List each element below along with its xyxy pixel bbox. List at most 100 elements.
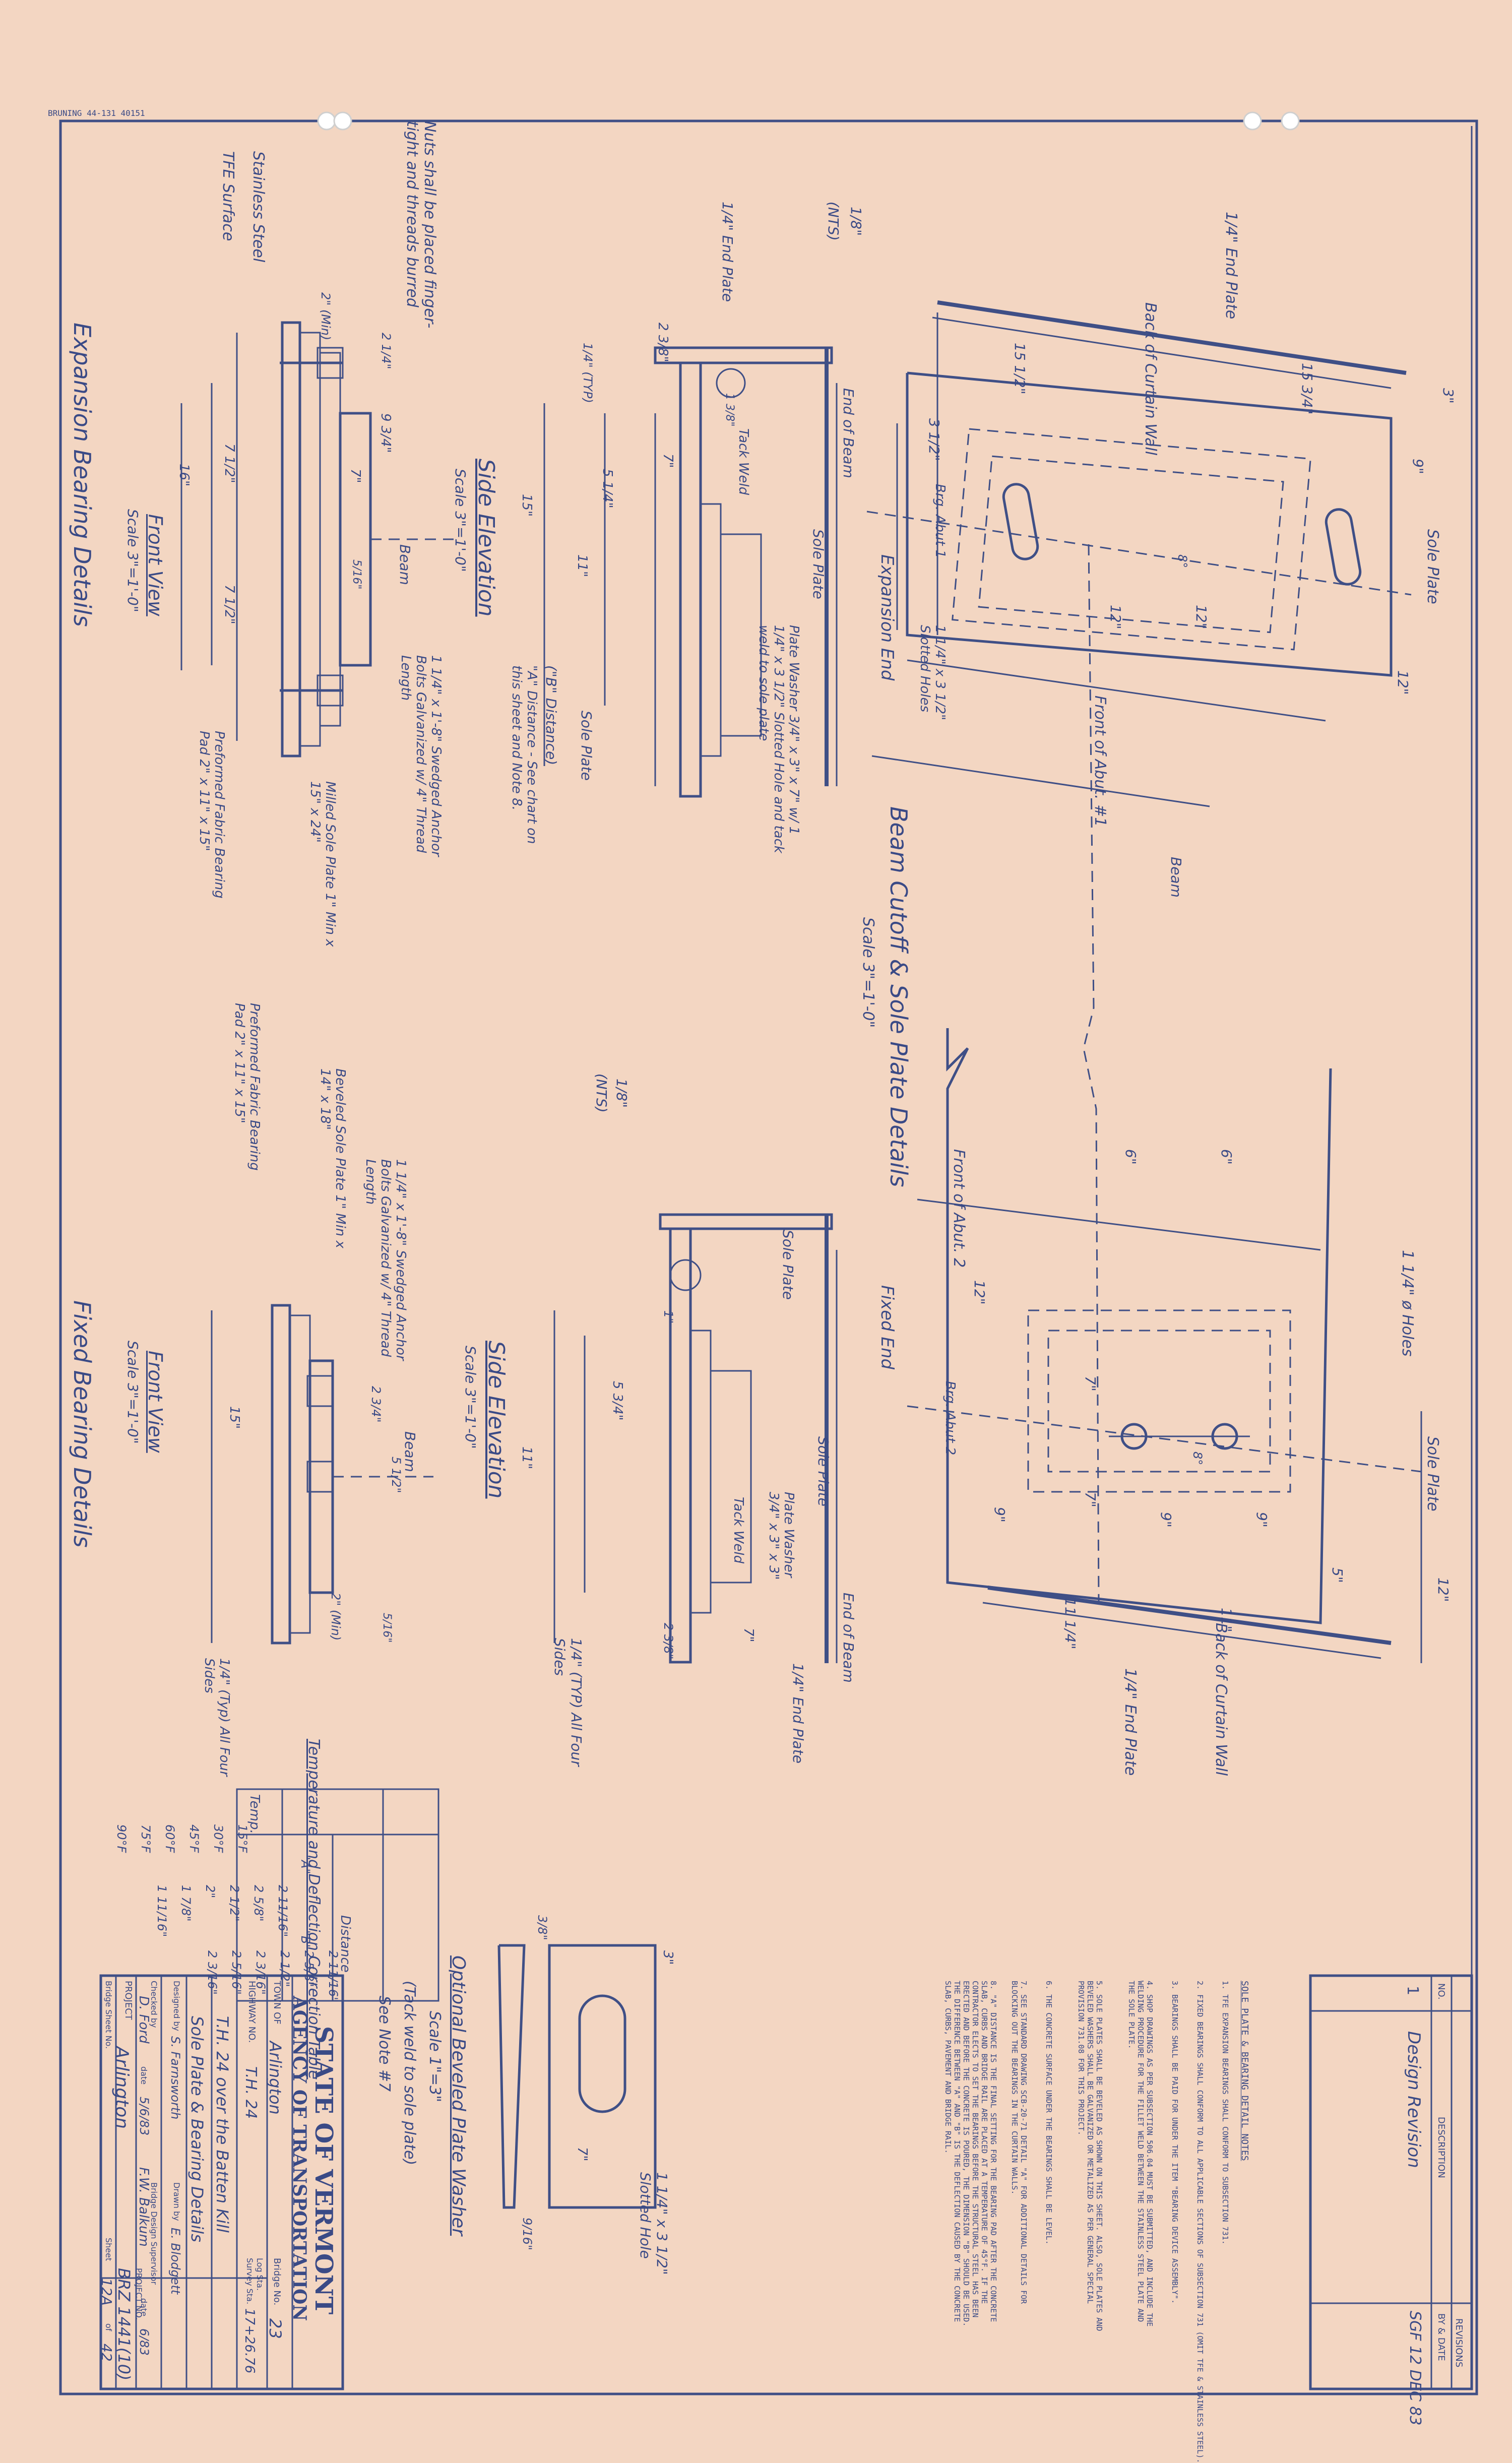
sheet-border [59,119,1478,2395]
temp-cell-a: 1 11/16" [155,1885,169,1937]
tb-bridge: 23 [266,2318,285,2339]
tb-checked: D. Ford [136,1996,151,2044]
temp-cell-a: 1 7/8" [179,1885,193,1922]
exp-side-dim-0: 2 3/8" [655,323,670,362]
temp-cell-a: 2" [203,1885,217,1899]
exp-front-label-0: Nuts shall be placed finger-tight and th… [403,121,438,329]
washer-dim-2: 7" [575,2147,590,2162]
dim-bot-3: 7" [1082,1376,1099,1392]
tb-sheet: 12A [98,2278,115,2306]
exp-front-scale: Scale 3"=1'-0" [124,509,141,612]
exp-side-dim-6: 1 3/8" [723,393,736,427]
fix-side-scale: Scale 3"=1'-0" [462,1346,479,1449]
fix-front-label-3: Beam [402,1431,418,1472]
tb-town: Arlington [266,2041,285,2115]
exp-front-label-5: Milled Sole Plate 1" Min x 15" x 24" [307,781,338,947]
exp-front-dim-6: 16" [176,464,192,487]
dim-bot-8: 5" [1329,1567,1346,1583]
tb-project-no-label: PROJECT NO. [134,2268,144,2320]
washer-dim-1: 3/8" [535,1915,549,1940]
temp-cell-b: 2 5/8" [302,1950,316,1987]
fix-front-dim-2: 15" [227,1406,242,1429]
punch-hole [1243,111,1262,131]
note-3: 3. BEARINGS SHALL BE PAID FOR UNDER THE … [1170,1981,1179,2304]
temp-col-b: "B" [298,1930,312,1950]
fixed-end-label: Fixed End [877,1285,897,1370]
tb-date-label-1: date [139,2066,149,2085]
note-7: 7. SEE STANDARD DRAWING SCB-20-71 DETAIL… [1010,1981,1028,2304]
tb-project: Arlington [111,2046,132,2129]
tb-state: STATE OF VERMONT [309,2026,338,2315]
dim-top-7: 12" [1395,670,1411,695]
dim-bot-5: 9" [991,1507,1008,1523]
exp-side-dim-4: 15" [519,494,534,517]
tb-town-label: TOWN OF [272,1981,282,2025]
punch-hole [1281,111,1300,131]
rev-col-by: BY & DATE [1436,2313,1446,2361]
exp-side-label-5: Sole Plate [578,711,595,781]
tb-date2: 6/83 [137,2328,151,2356]
temp-col-a: "A" [298,1855,312,1874]
back-curtain-bot: Back of Curtain Wall [1212,1623,1230,1776]
exp-side-label-6: ("B" Distance) [543,665,559,766]
tb-survey: 17+26.76 [242,2308,257,2374]
fix-side-dim-3: 2 3/8" [661,1623,675,1660]
fix-side-title: Side Elevation [483,1341,509,1499]
rev-col-desc: DESCRIPTION [1436,2117,1446,2178]
exp-side-elevation [543,346,838,798]
washer-dim-0: 3" [660,1950,675,1965]
dim-bot-11: 11" [1218,1608,1235,1632]
tb-project-label: PROJECT [123,1981,134,2020]
note-5: 5. SOLE PLATES SHALL BE BEVELED AS SHOWN… [1077,1981,1104,2331]
tb-bridge-label: Bridge No. [272,2258,282,2306]
exp-front-dim-0: 2" (Min) [319,292,333,341]
exp-side-label-7: "A" Distance - See chart on this sheet a… [509,665,539,844]
tb-designed: S. Farnsworth [168,2036,182,2120]
titleblock-grid [99,1974,344,2390]
bruning-mark: BRUNING 44-131 40151 [48,108,145,118]
note-6: 6. THE CONCRETE SURFACE UNDER THE BEARIN… [1044,1981,1053,2245]
tb-date1: 5/6/83 [137,2097,151,2136]
fix-side-dim-4: 7" [741,1628,756,1643]
fix-side-dim-1: 11" [519,1446,534,1470]
exp-side-dim-5: 11" [575,554,590,578]
dim-top-1: 15 3/4" [1299,363,1315,415]
temp-cell-a: 2 1/2" [227,1885,241,1922]
exp-side-title: Side Elevation [473,459,499,617]
washer-tack: (Tack weld to sole plate) [401,1981,418,2166]
washer-dim-3: 9/16" [520,2218,534,2250]
exp-side-dim-2: 1/4" (TYP) [581,343,595,403]
expansion-end-label: Expansion End [877,554,897,681]
note-2: 2. FIXED BEARINGS SHALL CONFORM TO ALL A… [1195,1981,1205,2463]
beam-cutoff-expansion-plan [866,300,1412,1603]
fix-front-dim-1: 5 1/2" [389,1457,403,1493]
dim-top-6: 12" [1193,605,1210,629]
exp-nts: (NTS) [825,202,842,241]
exp-front-label-6: Preformed Fabric Bearing Pad 2" x 11" x … [197,731,227,899]
fix-front-view [211,1304,433,1645]
fix-side-dim-2: 1" [661,1310,675,1324]
dim-bot-6: 9" [1158,1512,1174,1528]
dim-bot-1: 6" [1218,1149,1235,1165]
dim-top-4: 9" [1410,459,1426,474]
fix-nts: (NTS) [593,1073,610,1113]
front-abut2: Front of Abut. 2 [950,1149,968,1268]
exp-side-dim-3: 5 1/4" [600,469,615,509]
front-abut1: Front of Abut. #1 [1091,696,1109,827]
temp-table-grid [236,1788,439,2002]
dim-top-2: 3" [1440,388,1457,404]
temp-cell-b: 2 11/16" [326,1950,340,2003]
dim-top-5: 12" [1107,605,1124,629]
fix-front-label-2: Preformed Fabric Bearing Pad 2" x 11" x … [232,1003,262,1171]
washer-scale: Scale 1"=3" [426,2011,444,2103]
tb-desc2: Sole Plate & Bearing Details [187,2016,207,2242]
exp-front-dim-1: 2 1/4" [379,333,393,369]
tb-log-label: Log Sta. [255,2258,265,2291]
fix-front-dim-4: 5/16" [381,1613,393,1643]
temp-cell-a: 2 11/16" [276,1885,290,1937]
exp-side-label-4: Plate Washer 3/4" x 3" x 7" w/ 1 1/4" x … [756,625,801,853]
temp-cell-t: 75°F [139,1824,153,1853]
exp-side-scale: Scale 3"=1'-0" [452,469,469,572]
note-1: 1. TFE EXPANSION BEARINGS SHALL CONFORM … [1221,1981,1230,2245]
